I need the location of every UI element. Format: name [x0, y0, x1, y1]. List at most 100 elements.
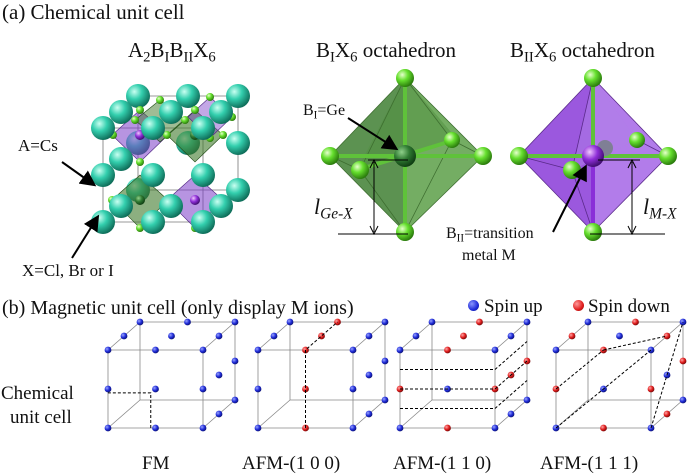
- cell-edge: [107, 399, 141, 429]
- afm-plane-guide: [603, 335, 668, 351]
- spin-up-ion: [215, 332, 223, 340]
- afm-plane-guide: [305, 321, 338, 428]
- halide-atom: [136, 158, 144, 166]
- chemical-unit-cell-label-line2: unit cell: [10, 407, 72, 428]
- spin-up-ion: [231, 318, 239, 326]
- spin-up-ion: [381, 318, 389, 326]
- spin-up-ion: [152, 424, 159, 432]
- cs-atom: [226, 178, 250, 202]
- spin-up-ion: [349, 346, 357, 354]
- halide-atom: [219, 131, 227, 139]
- spin-up-ion: [507, 332, 515, 340]
- spin-up-legend-marker: [468, 300, 479, 311]
- part-b-title: (b) Magnetic unit cell (only display M i…: [2, 297, 354, 319]
- config-label-fm: FM: [142, 453, 170, 474]
- spin-up-ion: [381, 357, 389, 365]
- cs-atom: [141, 163, 165, 187]
- spin-up-ion: [215, 410, 223, 418]
- spin-down-ion: [600, 424, 607, 432]
- cell-formula: A2BIBIIX6: [128, 38, 216, 66]
- m-x-length-bar: [590, 158, 665, 236]
- afm-plane-guide: [650, 321, 684, 429]
- m-x-length-label: lM-X: [643, 194, 677, 223]
- afm-111-cell: [552, 318, 687, 432]
- spin-up-ion: [152, 346, 159, 354]
- x-halide-label: X=Cl, Br or I: [22, 261, 114, 280]
- bi-ge-label: BI=Ge: [303, 102, 346, 122]
- bii-m-label: BII=transition: [446, 225, 534, 245]
- m-octahedron: [510, 69, 677, 241]
- afm-100-cell: [254, 318, 389, 432]
- chemical-unit-cell: [91, 84, 250, 234]
- arrow-to-ge: [347, 117, 399, 151]
- spin-down-ion: [444, 346, 451, 354]
- spin-up-ion: [616, 332, 623, 340]
- spin-up-legend-label: Spin up: [484, 296, 543, 317]
- spin-up-ion: [381, 396, 389, 404]
- spin-up-ion: [120, 332, 128, 340]
- spin-up-ion: [286, 318, 294, 326]
- ge-x-length-label: lGe-X: [314, 194, 353, 223]
- cell-edge: [257, 399, 291, 429]
- afm-plane-guide: [555, 349, 652, 429]
- afm-plane-guide: [400, 341, 528, 370]
- spin-down-ion: [444, 424, 451, 432]
- cs-atom: [109, 100, 133, 124]
- halide-atom: [163, 131, 171, 139]
- afm-plane-guide: [400, 380, 528, 409]
- spin-down-legend-marker: [573, 300, 584, 311]
- spin-up-ion: [104, 346, 112, 354]
- cs-atom: [226, 84, 250, 108]
- cs-atom: [159, 194, 183, 218]
- spin-up-ion: [552, 346, 560, 354]
- ge-octahedron: [321, 69, 492, 241]
- spin-up-ion: [491, 346, 499, 354]
- spin-down-ion: [679, 357, 687, 365]
- oct1-title: BIX6 octahedron: [316, 38, 456, 66]
- spin-up-ion: [136, 318, 144, 326]
- halide-atom: [191, 106, 199, 114]
- spin-up-ion: [254, 424, 262, 432]
- spin-up-ion: [584, 318, 592, 326]
- spin-up-ion: [104, 424, 112, 432]
- spin-up-ion: [199, 385, 207, 393]
- afm-110-cell: [396, 318, 531, 432]
- cs-atom: [109, 147, 133, 171]
- part-a-title: (a) Chemical unit cell: [2, 0, 185, 24]
- cs-atom: [191, 163, 215, 187]
- bii-m-label-line2: metal M: [462, 247, 516, 264]
- config-label-afm-111: AFM-(1 1 1): [540, 453, 639, 474]
- cs-atom: [191, 116, 215, 140]
- spin-up-ion: [428, 318, 436, 326]
- spin-up-ion: [365, 332, 373, 340]
- oct2-title: BIIX6 octahedron: [510, 38, 655, 66]
- cs-atom: [141, 116, 165, 140]
- spin-up-ion: [254, 346, 262, 354]
- spin-down-ion: [476, 318, 483, 326]
- halide-atom: [156, 96, 164, 104]
- chemical-subcell-outline: [108, 392, 152, 428]
- cs-atom: [226, 131, 250, 155]
- arrow-to-m: [552, 164, 587, 233]
- spin-up-ion: [215, 371, 223, 379]
- spin-down-ion: [460, 332, 467, 340]
- config-label-afm-110: AFM-(1 1 0): [393, 453, 492, 474]
- spin-down-ion: [647, 385, 655, 393]
- spin-up-ion: [365, 410, 373, 418]
- spin-up-ion: [152, 385, 159, 393]
- spin-up-ion: [679, 396, 687, 404]
- afm-plane-guide: [400, 360, 528, 390]
- spin-down-ion: [663, 410, 671, 418]
- spin-up-ion: [104, 385, 112, 393]
- spin-up-ion: [396, 346, 404, 354]
- fm-cell: [104, 318, 239, 432]
- spin-up-ion: [507, 410, 515, 418]
- spin-up-ion: [365, 371, 373, 379]
- cs-atom: [209, 194, 233, 218]
- spin-down-legend-label: Spin down: [588, 296, 670, 317]
- cs-atom: [91, 163, 115, 187]
- spin-down-ion: [568, 332, 576, 340]
- spin-up-ion: [349, 385, 357, 393]
- halide-atom: [206, 93, 214, 101]
- spin-up-ion: [199, 424, 207, 432]
